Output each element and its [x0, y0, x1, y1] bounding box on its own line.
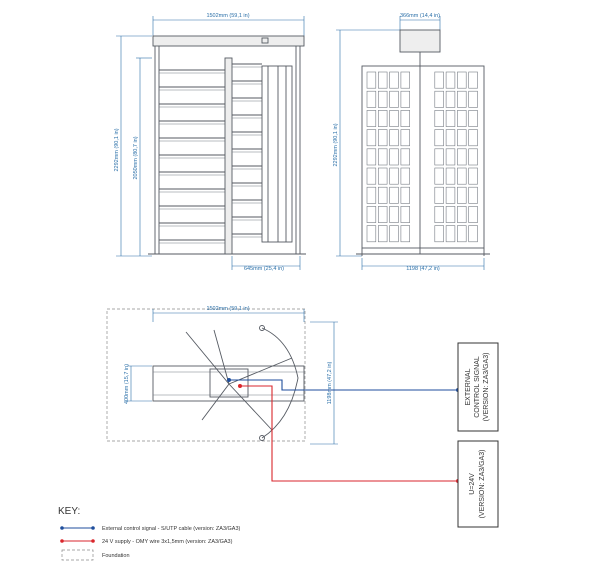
- front-view: 1502mm (59,1 in) 2292mm (90,1 in) 2050mm…: [114, 13, 306, 272]
- supply-cable-start: [238, 384, 242, 388]
- side-view: 366mm (14,4 in) 2292mm (90,1 in) 1198 (4…: [333, 13, 490, 272]
- plan-control-unit: [209, 368, 249, 398]
- key-item-supply: 24 V supply - OMY wire 3x1,5mm (version:…: [102, 539, 233, 545]
- supply-box: U=24V (VERSION: ZA3/GA3): [457, 440, 499, 528]
- front-height-total-label: 2292mm (90,1 in): [114, 128, 120, 171]
- plan-base: [152, 365, 305, 402]
- side-depth-label: 1198 (47,2 in): [406, 266, 440, 272]
- key-item-control: External control signal - S/UTP cable (v…: [102, 526, 241, 532]
- supply-box-line1: U=24V: [469, 473, 476, 495]
- front-top-beam: [152, 35, 305, 47]
- plan-view: 1502mm (59,1 in) 400mm (15,7 in) 1198mm …: [106, 306, 460, 483]
- key-item-foundation: Foundation: [102, 553, 130, 559]
- supply-box-line2: (VERSION: ZA3/GA3): [479, 450, 486, 519]
- front-rotor-arms: [232, 63, 262, 238]
- supply-cable: [240, 385, 458, 482]
- plan-width-label: 1502mm (59,1 in): [206, 306, 249, 312]
- external-box-line2: CONTROL SIGNAL: [474, 356, 481, 418]
- front-height-passage-label: 2050mm (80,7 in): [133, 136, 139, 179]
- foundation-outline: [106, 308, 306, 442]
- control-signal-cable: [229, 379, 458, 391]
- front-left-barrier: [159, 69, 225, 244]
- plan-gate-curve: [261, 327, 299, 439]
- side-height-label: 2292mm (90,1 in): [333, 123, 339, 166]
- front-rotor-post: [224, 57, 233, 255]
- side-top-width-label: 366mm (14,4 in): [400, 13, 440, 19]
- front-width-label: 1502mm (59,1 in): [206, 13, 249, 19]
- control-cable-start: [227, 378, 231, 382]
- front-passage-label: 645mm (25,4 in): [244, 266, 284, 272]
- key-title: KEY:: [58, 506, 80, 517]
- side-frame: [361, 65, 485, 249]
- side-top-box: [399, 29, 441, 53]
- external-control-box: EXTERNAL CONTROL SIGNAL (VERSION: ZA3/GA…: [457, 342, 499, 432]
- front-right-gate: [261, 65, 293, 243]
- plan-depth-label: 1198mm (47,2 in): [327, 361, 333, 404]
- front-control-box: [261, 37, 269, 44]
- plan-center-label: 400mm (15,7 in): [124, 364, 130, 404]
- external-box-line3: (VERSION: ZA3/GA3): [483, 353, 490, 422]
- external-box-line1: EXTERNAL: [465, 368, 472, 405]
- side-grid: [366, 71, 478, 243]
- key-legend: KEY: External control signal - S/UTP cab…: [58, 506, 241, 561]
